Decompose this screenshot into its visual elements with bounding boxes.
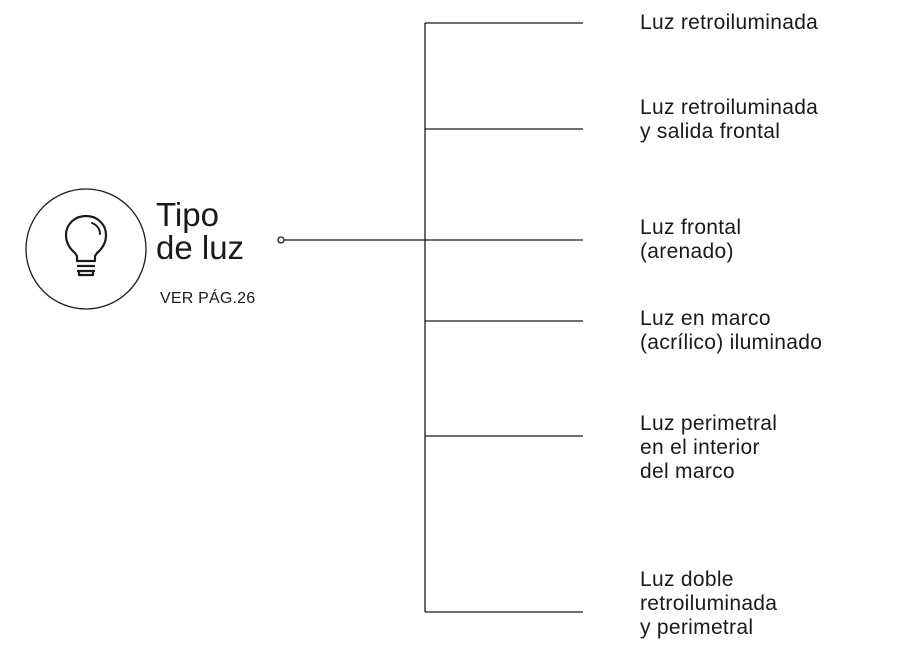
node-title-line: de luz [156,229,245,266]
option-item: Luz retroiluminada [640,11,818,35]
option-item: Luz doble retroiluminada y perimetral [640,568,777,640]
option-line: (acrílico) iluminado [640,331,823,354]
option-item: Luz en marco (acrílico) iluminado [640,307,822,355]
lightbulb-icon [24,187,148,311]
option-line: Luz en marco [640,307,771,330]
option-line: Luz retroiluminada [640,11,819,34]
option-line: Luz doble [640,568,734,591]
node-title-line: Tipo [156,196,219,233]
option-line: Luz perimetral [640,412,778,435]
node-title: Tipo de luz [156,198,244,264]
option-line: del marco [640,460,735,483]
option-line: (arenado) [640,240,734,263]
option-line: Luz frontal [640,216,742,239]
page-reference: VER PÁG.26 [160,290,256,307]
option-item: Luz perimetral en el interior del marco [640,412,777,484]
option-line: en el interior [640,436,760,459]
option-line: y perimetral [640,616,754,639]
connector-start-dot [277,236,285,244]
option-item: Luz frontal (arenado) [640,216,741,264]
option-line: Luz retroiluminada [640,96,819,119]
option-line: y salida frontal [640,120,781,143]
option-item: Luz retroiluminada y salida frontal [640,96,818,144]
option-line: retroiluminada [640,592,778,615]
